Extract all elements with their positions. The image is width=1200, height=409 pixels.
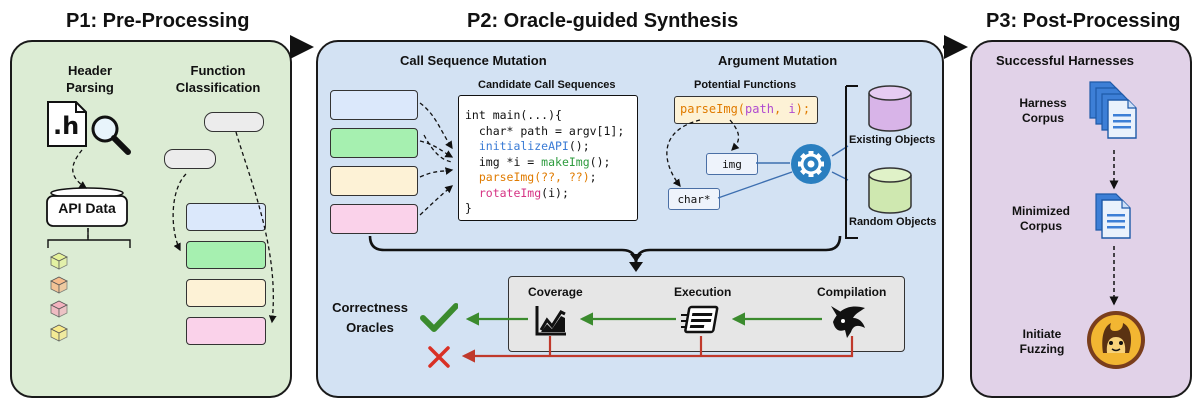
p1-title: P1: Pre-Processing	[66, 10, 250, 32]
category-box	[186, 241, 266, 269]
check-icon	[420, 303, 459, 338]
code-line: }	[465, 201, 472, 217]
code-token: (i);	[541, 185, 569, 200]
code-token: char* path = argv[1];	[465, 123, 625, 138]
arg-img-box: img	[706, 153, 758, 175]
category-box	[186, 279, 266, 307]
header-parsing-label: Header Parsing	[66, 63, 114, 95]
harness-corpus-label: Harness Corpus	[1019, 96, 1067, 125]
magnifier-icon	[88, 112, 132, 161]
code-token: initializeAPI	[465, 139, 569, 153]
category-box	[186, 317, 266, 345]
potential-call-text: parseImg(path, i);	[680, 102, 810, 118]
code-token: ();	[568, 139, 590, 153]
potential-functions-title: Potential Functions	[694, 79, 797, 91]
fuzzer-logo-icon	[1085, 309, 1147, 376]
code-token: parseImg(??, ??)	[465, 170, 590, 184]
function-pill	[204, 112, 264, 132]
minimized-corpus-label: Minimized Corpus	[1011, 204, 1070, 233]
argument-mutation-title: Argument Mutation	[718, 53, 838, 68]
function-pill	[164, 149, 216, 169]
random-objects-db	[866, 166, 914, 221]
code-token: img *i =	[465, 154, 542, 169]
code-line: int main(...){	[465, 108, 562, 124]
code-token: rotateImg	[465, 185, 542, 200]
code-token: ();	[589, 154, 611, 169]
code-line: char* path = argv[1];	[465, 124, 624, 140]
code-line: parseImg(??, ??);	[465, 170, 597, 186]
execution-icon	[681, 304, 721, 341]
code-token: int main(...){	[465, 108, 562, 122]
code-token: ;	[589, 170, 597, 184]
gear-icon	[789, 142, 833, 191]
code-line: img *i = makeImg();	[465, 154, 611, 171]
function-classification-label: Function Classification	[175, 63, 261, 95]
code-line: rotateImg(i);	[465, 186, 569, 202]
api-data-label: API Data	[58, 200, 116, 216]
p2-title: P2: Oracle-guided Synthesis	[467, 10, 739, 32]
harness-corpus-docs-icon	[1088, 80, 1140, 147]
category-box	[330, 128, 418, 158]
header-file-icon: .h	[46, 100, 88, 148]
random-objects-label: Random Objects	[849, 216, 937, 228]
coverage-chart-icon	[533, 302, 569, 343]
minimized-corpus-docs-icon	[1094, 192, 1134, 247]
category-box	[330, 204, 418, 234]
code-token: makeImg	[541, 154, 590, 169]
potential-call-token: );	[795, 102, 811, 116]
initiate-fuzzing-label: Initiate Fuzzing	[1019, 327, 1065, 356]
code-line: initializeAPI();	[465, 139, 590, 155]
cube-icon	[50, 324, 68, 342]
header-file-ext: .h	[53, 112, 80, 140]
potential-call-token: path	[745, 102, 774, 116]
cube-icon	[50, 252, 68, 270]
arg-char-box: char*	[668, 188, 720, 210]
existing-objects-label: Existing Objects	[849, 134, 936, 146]
successful-harnesses-title: Successful Harnesses	[996, 53, 1135, 68]
call-sequence-title: Call Sequence Mutation	[400, 53, 547, 68]
cross-icon	[427, 345, 451, 374]
coverage-label: Coverage	[528, 285, 583, 299]
existing-objects-db	[866, 84, 914, 139]
p3-title: P3: Post-Processing	[986, 10, 1181, 32]
code-box	[458, 95, 638, 221]
compilation-label: Compilation	[817, 285, 887, 299]
category-box	[330, 90, 418, 120]
potential-call-token: i	[788, 102, 796, 116]
cube-icon	[50, 276, 68, 294]
category-box	[330, 166, 418, 196]
potential-call-box	[674, 96, 818, 124]
candidate-title: Candidate Call Sequences	[478, 79, 616, 91]
execution-label: Execution	[674, 285, 732, 299]
compiler-dragon-icon	[829, 302, 869, 345]
category-box	[186, 203, 266, 231]
p3-panel	[970, 40, 1192, 398]
potential-call-token: ,	[773, 102, 789, 116]
code-token: }	[465, 201, 472, 215]
cube-icon	[50, 300, 68, 318]
correctness-oracles-label: Correctness Oracles	[332, 300, 408, 335]
potential-call-token: parseImg(	[680, 102, 746, 116]
